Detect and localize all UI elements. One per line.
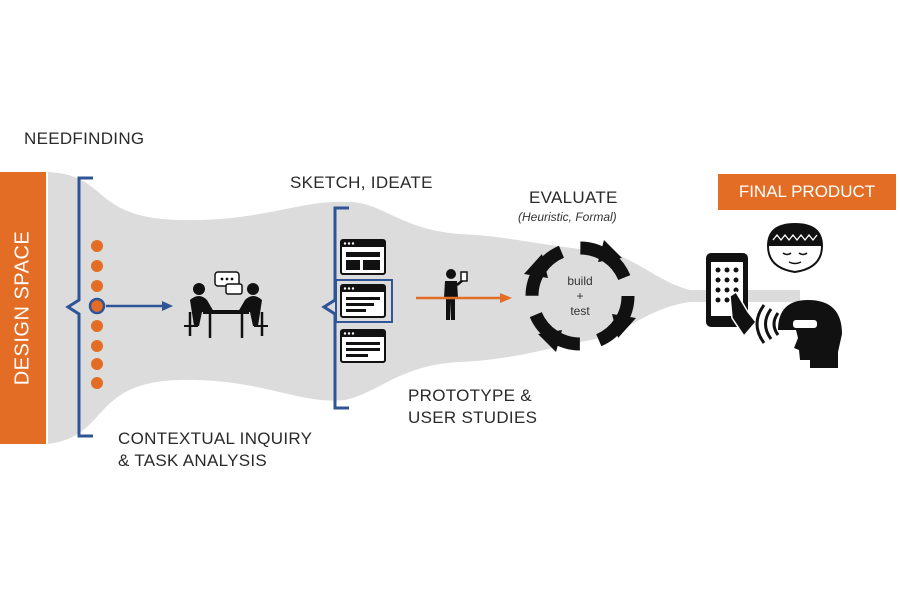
- user-with-prototype-icon: [444, 269, 468, 320]
- evaluate-methods-label: (Heuristic, Formal): [518, 210, 617, 224]
- interview-icon: [184, 271, 268, 338]
- cycle-test-label: test: [570, 304, 590, 318]
- cycle-plus-label: +: [576, 289, 584, 303]
- dot-highlighted: [88, 297, 106, 315]
- dot: [91, 358, 103, 370]
- brain-sensing-head-icon: [766, 222, 824, 274]
- dot: [91, 377, 103, 389]
- contextual-inquiry-label-line2: & TASK ANALYSIS: [118, 451, 268, 470]
- needfinding-dots: [88, 240, 106, 389]
- arrow-to-interview: [106, 301, 173, 311]
- design-space-label: DESIGN SPACE: [11, 230, 34, 386]
- prototype-label-line2: USER STUDIES: [408, 408, 538, 427]
- final-product-label: FINAL PRODUCT: [718, 174, 896, 210]
- dot: [91, 340, 103, 352]
- smartphone-icon: [706, 253, 757, 338]
- build-test-cycle-icon: [524, 240, 636, 352]
- contextual-inquiry-label-line1: CONTEXTUAL INQUIRY: [118, 429, 313, 448]
- evaluate-label: EVALUATE: [529, 188, 618, 207]
- dot: [91, 260, 103, 272]
- dot: [91, 320, 103, 332]
- cycle-build-label: build: [567, 274, 593, 288]
- wireframe-sketch-1: [340, 239, 386, 275]
- wireframe-sketch-2-selected: [335, 279, 393, 323]
- sketch-ideate-label: SKETCH, IDEATE: [290, 173, 433, 192]
- arrow-to-evaluate: [416, 293, 512, 303]
- voice-interface-head-icon: [755, 300, 842, 368]
- needfinding-label: NEEDFINDING: [24, 129, 145, 148]
- dot: [91, 240, 103, 252]
- needfinding-bracket: [65, 176, 93, 438]
- sketch-bracket: [321, 206, 349, 410]
- dot: [91, 280, 103, 292]
- prototype-label-line1: PROTOTYPE &: [408, 386, 532, 405]
- design-space-band: [0, 172, 46, 444]
- funnel-shape: [48, 172, 800, 444]
- wireframe-sketch-3: [340, 329, 386, 363]
